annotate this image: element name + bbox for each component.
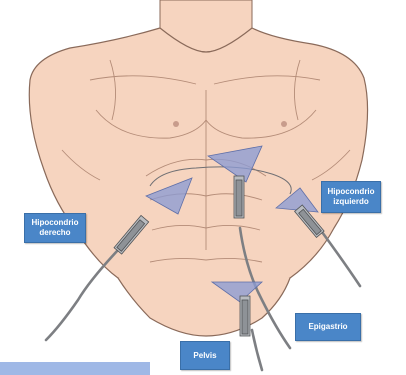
label-pelvis: Pelvis: [180, 341, 230, 370]
crop-bar: [0, 362, 150, 375]
label-right-hypochondrium: Hipocondrio derecho: [24, 213, 86, 243]
label-left-hypochondrium: Hipocondrio izquierdo: [321, 181, 381, 213]
label-epigastrium: Epigastrio: [295, 313, 361, 341]
right-nipple: [281, 121, 287, 127]
left-nipple: [173, 121, 179, 127]
torso-outline: [29, 28, 367, 302]
